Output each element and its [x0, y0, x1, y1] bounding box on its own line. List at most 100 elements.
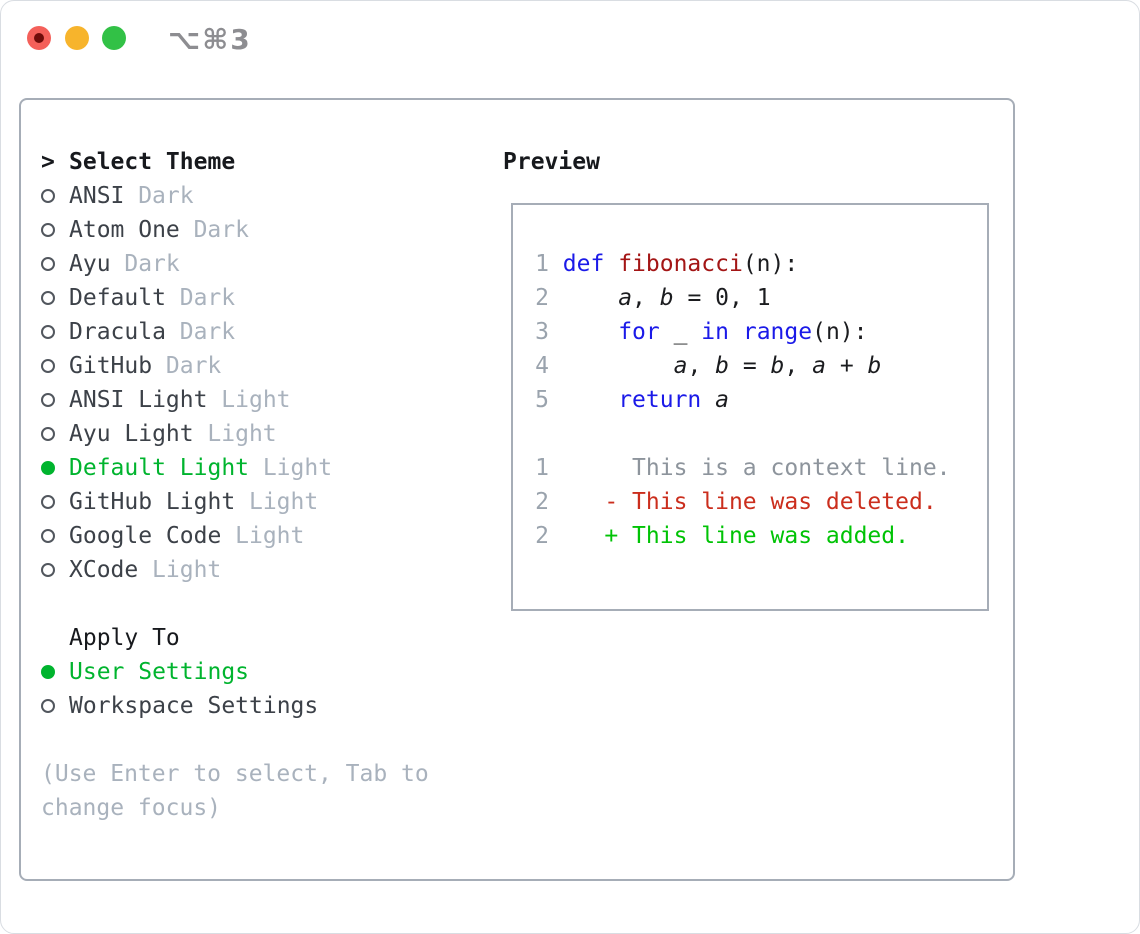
- zoom-button[interactable]: [102, 26, 126, 50]
- line-number: 5: [535, 387, 549, 413]
- code-line: 2 - This line was deleted.: [521, 485, 951, 519]
- theme-name: Atom One: [69, 217, 180, 243]
- theme-option[interactable]: Ayu Dark: [41, 247, 491, 281]
- line-content: for _ in range(n):: [563, 315, 867, 349]
- theme-variant-tag: Dark: [124, 251, 180, 277]
- apply-to-option[interactable]: Workspace Settings: [41, 689, 491, 723]
- preview-pane: 1 def fibonacci(n): 2 a, b = 0, 1 3 for …: [511, 203, 989, 611]
- radio-icon: [41, 359, 55, 373]
- cursor-icon: >: [41, 149, 55, 175]
- theme-variant-tag: Dark: [179, 285, 236, 311]
- line-content: This is a context line.: [563, 451, 951, 485]
- code-token: return: [618, 387, 702, 413]
- line-number: [521, 417, 549, 451]
- line-number: 2: [535, 489, 549, 515]
- code-token: range: [742, 319, 813, 345]
- code-token: = 0, 1: [673, 285, 771, 311]
- theme-variant-tag: Light: [152, 557, 222, 583]
- line-number: 4: [535, 353, 549, 379]
- code-token: b: [659, 285, 674, 311]
- code-token: a: [812, 353, 826, 379]
- theme-variant-tag: Dark: [165, 353, 222, 379]
- code-token: =: [729, 353, 771, 379]
- apply-to-header-row: Apply To: [41, 621, 491, 655]
- radio-icon: [41, 665, 55, 679]
- theme-option[interactable]: Dracula Dark: [41, 315, 491, 349]
- theme-name: Ayu Light: [69, 421, 194, 447]
- radio-icon: [41, 223, 55, 237]
- theme-option[interactable]: Default Dark: [41, 281, 491, 315]
- code-token: in: [701, 319, 729, 345]
- line-number: 3: [535, 319, 549, 345]
- theme-picker-panel: > Select Theme ANSI Dark Atom One Dark A…: [19, 98, 1015, 881]
- theme-name: ANSI Light: [69, 387, 208, 413]
- theme-option[interactable]: Default Light Light: [41, 451, 491, 485]
- apply-to-header: Apply To: [69, 625, 180, 651]
- line-content: a, b = b, a + b: [563, 349, 882, 383]
- line-number: 2: [535, 285, 549, 311]
- theme-variant-tag: Light: [248, 489, 319, 515]
- code-token: [563, 319, 618, 345]
- code-token: for: [618, 319, 660, 345]
- code-token: [729, 319, 743, 345]
- code-token: a: [673, 353, 688, 379]
- code-token: ,: [632, 285, 660, 311]
- theme-name: GitHub Light: [69, 489, 236, 515]
- code-token: b: [715, 353, 729, 379]
- code-token: This is a context line.: [562, 455, 951, 481]
- theme-option[interactable]: Ayu Light Light: [41, 417, 491, 451]
- select-theme-header: Select Theme: [69, 149, 236, 175]
- code-token: (n):: [742, 251, 799, 277]
- close-button[interactable]: [27, 26, 51, 50]
- code-line: [521, 417, 951, 451]
- code-token: ,: [784, 353, 813, 379]
- code-token: +: [825, 353, 868, 379]
- theme-name: Dracula: [69, 319, 166, 345]
- theme-variant-tag: Light: [207, 421, 277, 447]
- radio-icon: [41, 461, 55, 475]
- apply-to-section: Apply To User Settings Workspace Setting…: [41, 621, 491, 723]
- theme-option[interactable]: ANSI Dark: [41, 179, 491, 213]
- code-token: [701, 387, 715, 413]
- code-preview: 1 def fibonacci(n): 2 a, b = 0, 1 3 for …: [521, 247, 951, 553]
- theme-option[interactable]: GitHub Dark: [41, 349, 491, 383]
- line-content: def fibonacci(n):: [563, 247, 798, 281]
- preview-title: Preview: [503, 149, 600, 175]
- theme-option[interactable]: Atom One Dark: [41, 213, 491, 247]
- radio-icon: [41, 699, 55, 713]
- hint-line-1: (Use Enter to select, Tab to: [41, 761, 429, 787]
- code-token: [563, 353, 674, 379]
- code-line: 1 This is a context line.: [521, 451, 951, 485]
- line-content: - This line was deleted.: [563, 485, 936, 519]
- radio-icon: [41, 427, 55, 441]
- theme-option[interactable]: GitHub Light Light: [41, 485, 491, 519]
- apply-to-option[interactable]: User Settings: [41, 655, 491, 689]
- radio-icon: [41, 563, 55, 577]
- theme-list: > Select Theme ANSI Dark Atom One Dark A…: [41, 145, 491, 587]
- theme-option[interactable]: Google Code Light: [41, 519, 491, 553]
- theme-option[interactable]: ANSI Light Light: [41, 383, 491, 417]
- radio-icon: [41, 393, 55, 407]
- theme-name: XCode: [69, 557, 139, 583]
- theme-variant-tag: Light: [221, 387, 291, 413]
- preview-header-row: Preview: [503, 145, 600, 179]
- select-theme-header-row: > Select Theme: [41, 145, 491, 179]
- theme-variant-tag: Dark: [193, 217, 249, 243]
- line-number: 1: [535, 251, 549, 277]
- code-token: a: [715, 387, 729, 413]
- code-token: ,: [687, 353, 716, 379]
- theme-variant-tag: Dark: [179, 319, 236, 345]
- code-token: fibonacci: [618, 251, 743, 277]
- code-line: 4 a, b = b, a + b: [521, 349, 951, 383]
- code-line: 2 a, b = 0, 1: [521, 281, 951, 315]
- theme-options-list: ANSI Dark Atom One Dark Ayu Dark Default…: [41, 179, 491, 587]
- code-token: a: [618, 285, 633, 311]
- titlebar: ⌥⌘3: [1, 1, 1139, 73]
- code-token: [563, 285, 618, 311]
- radio-icon: [41, 325, 55, 339]
- code-line: 2 + This line was added.: [521, 519, 951, 553]
- minimize-button[interactable]: [65, 26, 89, 50]
- code-token: def: [562, 251, 619, 277]
- theme-option[interactable]: XCode Light: [41, 553, 491, 587]
